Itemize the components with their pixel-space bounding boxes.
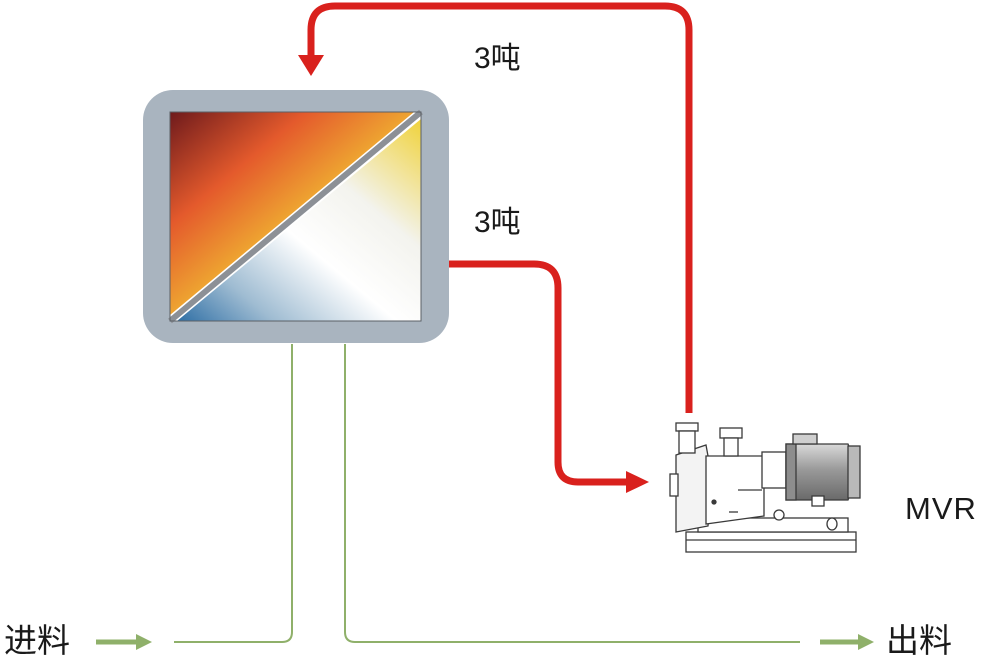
vapor-arrowhead — [626, 471, 649, 493]
label-vapor-flow: 3吨 — [474, 206, 521, 239]
vapor-to-compressor-line — [449, 260, 628, 486]
inlet-arrow — [96, 634, 152, 650]
steam-return-arrowhead — [298, 55, 324, 76]
hot-side-panel — [170, 112, 414, 315]
label-mvr: MVR — [905, 491, 977, 526]
label-recycle-flow: 3吨 — [474, 42, 521, 75]
evaporator — [143, 90, 449, 343]
steam-return-line — [307, 2, 693, 413]
label-inlet: 进料 — [4, 621, 70, 660]
discharge-line — [344, 344, 800, 643]
label-outlet: 出料 — [886, 621, 952, 660]
outlet-arrow — [820, 634, 874, 650]
feed-line — [174, 344, 293, 643]
cold-side-panel — [177, 119, 421, 321]
mvr-compressor — [669, 422, 861, 553]
